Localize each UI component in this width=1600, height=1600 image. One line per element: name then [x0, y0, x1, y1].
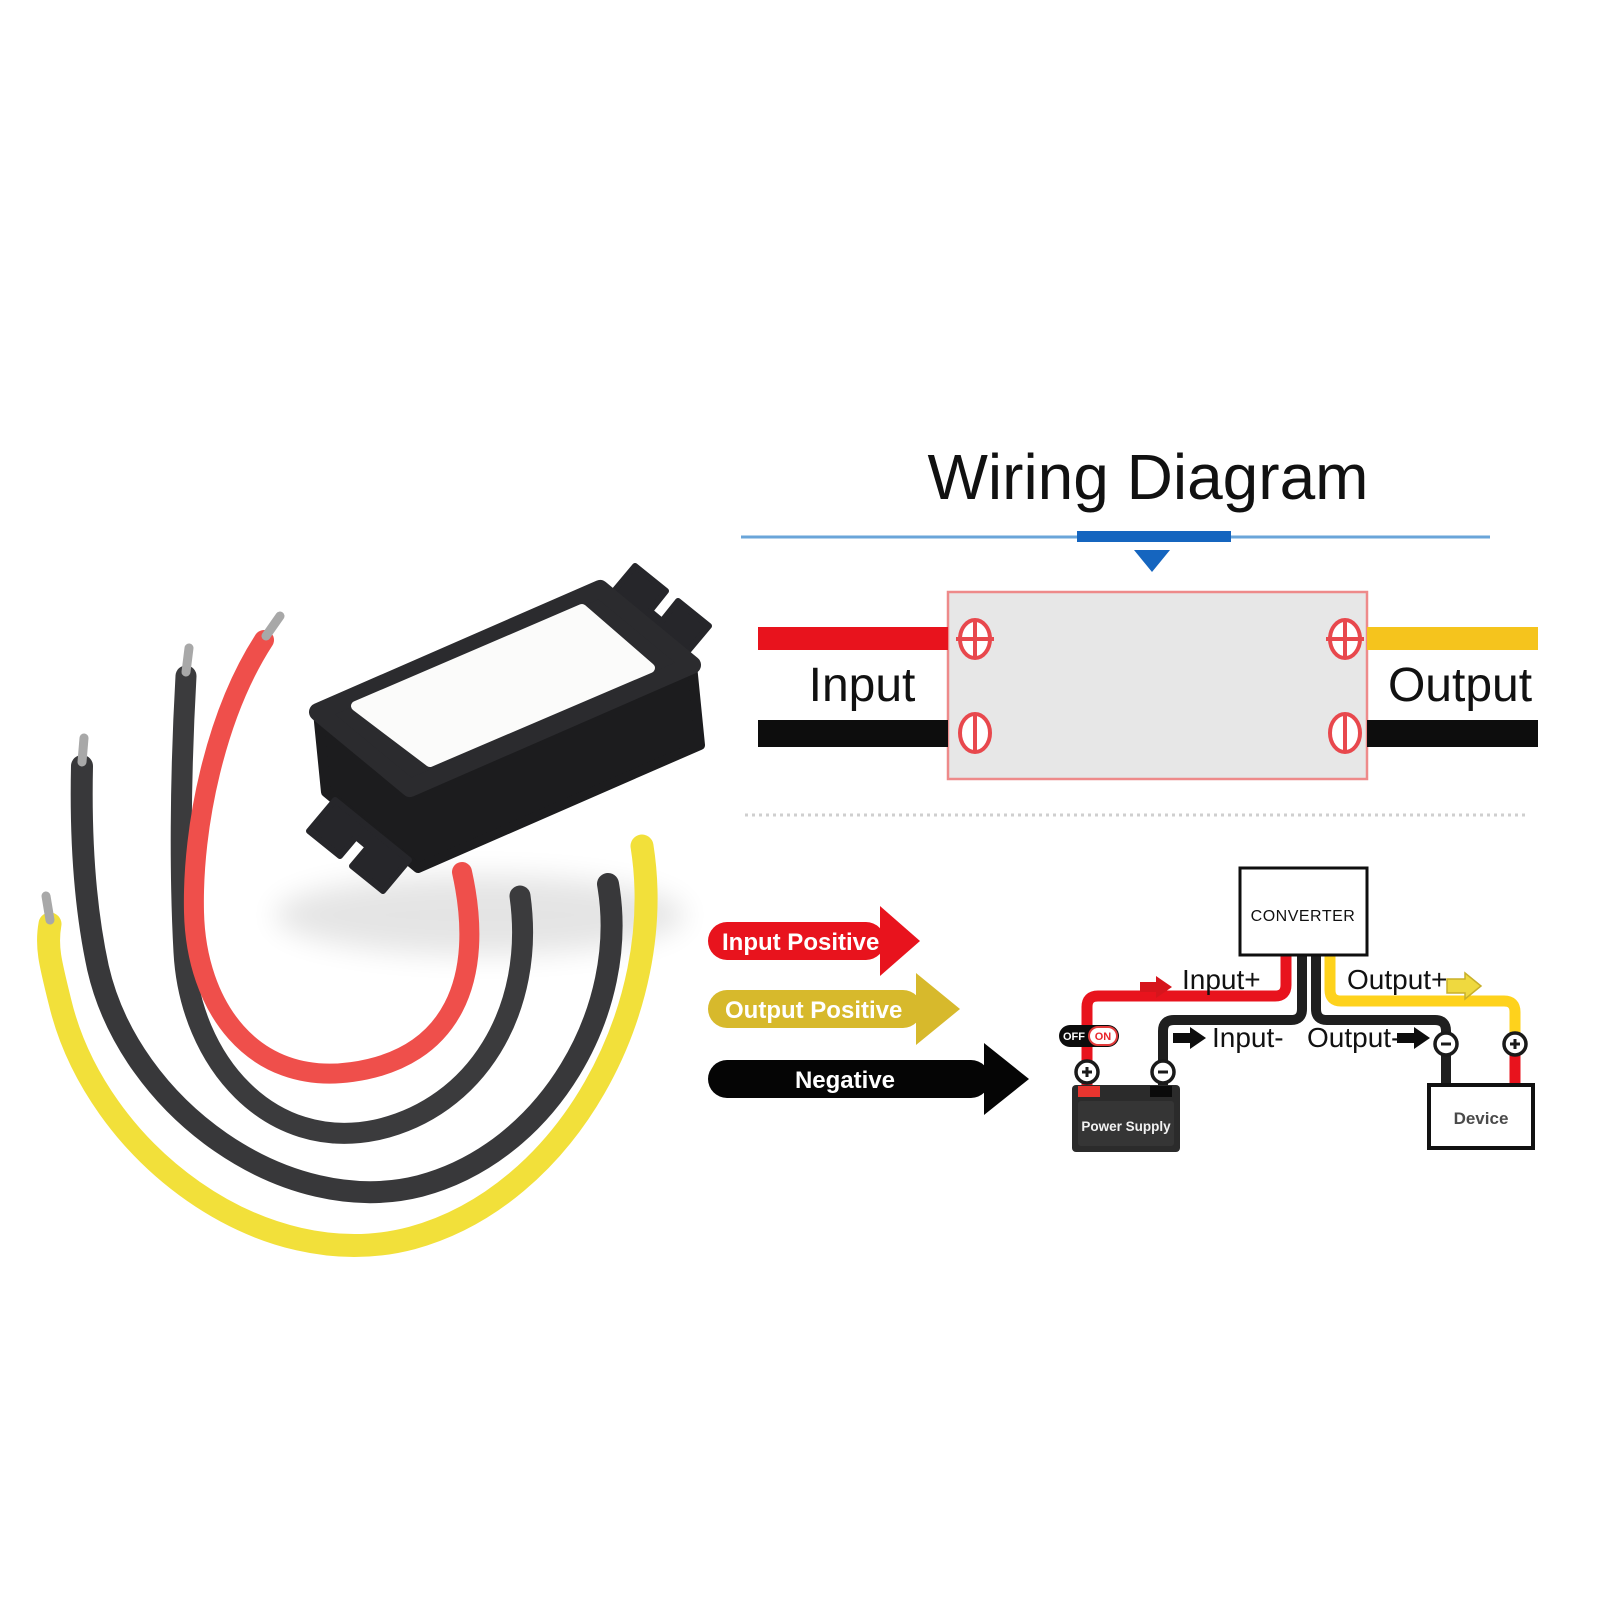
wire-tip-icon [181, 643, 194, 677]
device-label: Device [1454, 1109, 1509, 1128]
separator-accent [1077, 531, 1231, 542]
switch-on-label: ON [1095, 1031, 1112, 1043]
screw-terminal-cross-icon [1326, 618, 1364, 660]
photo-wire-black-1 [170, 665, 534, 1144]
screw-terminal-slot-icon [1328, 712, 1362, 754]
page-title: Wiring Diagram [928, 441, 1369, 513]
arrow-head-icon [916, 973, 960, 1045]
wire-tip-icon [261, 611, 285, 641]
converter-schematic-box [1238, 866, 1369, 957]
legend-arrow-negative: Negative [708, 1043, 1029, 1115]
schematic-wire-input-negative [1158, 955, 1307, 1085]
schematic-wire-output-negative [1311, 955, 1451, 1085]
legend-arrow-output-positive: Output Positive [708, 973, 960, 1045]
input-positive-wire [758, 627, 948, 650]
mounting-tab-icon [606, 563, 712, 660]
product-photo [36, 563, 712, 1257]
arrow-head-icon [880, 906, 920, 976]
flow-arrow-black-icon [1397, 1027, 1430, 1049]
legend-arrow-input-positive: Input Positive [708, 906, 920, 976]
input-plus-label: Input+ [1182, 964, 1261, 995]
input-minus-label: Input- [1212, 1022, 1284, 1053]
terminal-plus-icon [1074, 1059, 1100, 1085]
input-label: Input [809, 659, 916, 712]
output-label: Output [1388, 659, 1532, 712]
terminal-minus-icon [1150, 1059, 1176, 1085]
wire-tip-icon [41, 891, 55, 925]
screw-terminal-slot-icon [958, 712, 992, 754]
output-negative-wire [1367, 720, 1538, 747]
legend-arrows: Input Positive Output Positive Negative [708, 906, 1029, 1115]
screw-terminal-cross-icon [956, 618, 994, 660]
device-box: Device [1427, 1083, 1535, 1150]
photo-wire-red [183, 630, 480, 1084]
legend-label: Output Positive [725, 997, 902, 1024]
battery-negative-tab [1150, 1086, 1172, 1097]
legend-label: Input Positive [722, 929, 879, 956]
connection-schematic: CONVERTER Input+ Output+ Input- Output- … [1059, 866, 1535, 1152]
legend-label: Negative [795, 1067, 895, 1094]
output-minus-label: Output- [1307, 1022, 1400, 1053]
product-label [351, 604, 655, 767]
mounting-tab-icon [306, 797, 412, 894]
power-switch: OFF ON [1059, 1025, 1119, 1047]
terminal-plus-icon [1502, 1031, 1528, 1057]
arrow-head-icon [984, 1043, 1029, 1115]
box-shadow [275, 875, 685, 955]
photo-wire-yellow [36, 834, 658, 1257]
schematic-wire-input-positive [1081, 955, 1292, 1085]
power-supply-label: Power Supply [1081, 1119, 1171, 1134]
photo-wire-black-2 [70, 755, 623, 1204]
power-supply-box: Power Supply [1072, 1085, 1180, 1152]
flow-arrow-red-icon [1140, 976, 1172, 998]
output-plus-label: Output+ [1347, 964, 1447, 995]
terminal-minus-icon [1433, 1031, 1459, 1057]
battery-positive-tab [1078, 1086, 1100, 1097]
wire-tip-icon [77, 733, 89, 767]
converter-label: CONVERTER [1251, 908, 1356, 925]
output-positive-wire [1367, 627, 1538, 650]
wiring-diagram-panel: Wiring Diagram Input O [741, 441, 1538, 817]
input-negative-wire [758, 720, 948, 747]
separator-arrow-icon [1134, 550, 1170, 572]
flow-arrow-black-icon [1173, 1027, 1206, 1049]
schematic-wire-output-positive [1324, 955, 1521, 1036]
module-box [946, 590, 1369, 781]
switch-off-label: OFF [1063, 1031, 1085, 1043]
flow-arrow-yellow-icon [1446, 971, 1483, 1001]
